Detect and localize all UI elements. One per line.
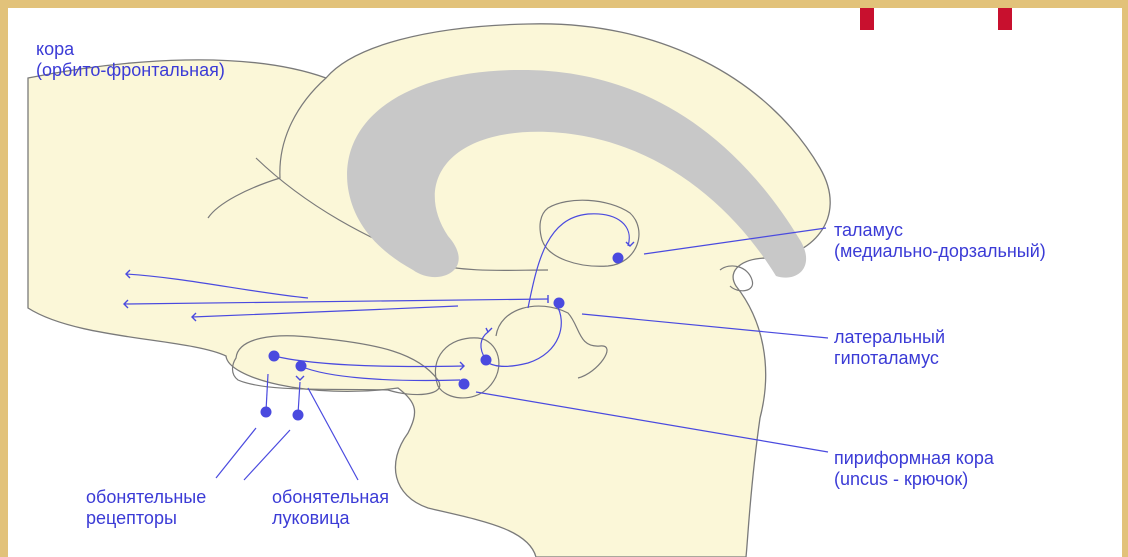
neuron-hypothalamus xyxy=(553,297,565,309)
label-piriform-line1: пириформная кора xyxy=(834,448,994,468)
brain-outline xyxy=(27,23,831,557)
leader-thalamus xyxy=(643,227,827,255)
label-hypothalamus-line2: гипоталамус xyxy=(834,348,939,368)
label-thalamus-line2: (медиально-дорзальный) xyxy=(834,241,1046,261)
label-receptors: обонятельные рецепторы xyxy=(86,487,206,529)
pathway-bulb-1 xyxy=(273,355,465,368)
neuron-receptor-2 xyxy=(292,409,304,421)
neuron-piriform-1 xyxy=(480,354,492,366)
frontal-sulcus xyxy=(207,77,327,219)
label-bulb-line1: обонятельная xyxy=(272,487,390,507)
leader-piriform xyxy=(475,391,829,453)
pathway-cortex-3 xyxy=(191,305,459,318)
terminal-1 xyxy=(125,269,131,279)
piriform-outline xyxy=(434,337,500,399)
neuron-receptor-1 xyxy=(260,406,272,418)
label-bulb: обонятельная луковица xyxy=(272,487,389,529)
terminal-7 xyxy=(295,375,305,381)
label-receptors-line2: рецепторы xyxy=(86,508,177,528)
brainstem-notch xyxy=(719,265,754,292)
neuron-thalamus xyxy=(612,252,624,264)
label-cortex-line2: (орбито-фронтальная) xyxy=(36,60,225,80)
label-receptors-line1: обонятельные xyxy=(86,487,207,507)
neuron-bulb-1 xyxy=(268,350,280,362)
label-piriform-line2: (uncus - крючок) xyxy=(834,469,969,489)
pathway-hypo-piriform xyxy=(483,303,562,367)
pathway-thalamus xyxy=(527,213,630,309)
pathway-receptor-1 xyxy=(265,373,269,412)
label-bulb-line2: луковица xyxy=(272,508,350,528)
neuron-bulb-2 xyxy=(295,360,307,372)
neuron-piriform-2 xyxy=(458,378,470,390)
terminal-2 xyxy=(123,299,129,309)
terminal-3 xyxy=(191,312,197,322)
brain-diagram xyxy=(27,23,831,557)
label-cortex: кора (орбито-фронтальная) xyxy=(36,39,225,81)
corpus-callosum xyxy=(347,69,807,278)
leader-hypothalamus xyxy=(581,313,829,339)
label-cortex-line1: кора xyxy=(36,39,75,59)
label-thalamus-line1: таламус xyxy=(834,220,903,240)
label-piriform: пириформная кора (uncus - крючок) xyxy=(834,448,994,490)
olfactory-tract xyxy=(231,335,441,396)
terminal-5 xyxy=(625,241,635,247)
leader-bulb xyxy=(307,387,359,481)
label-hypothalamus-line1: латеральный xyxy=(834,327,946,347)
pathway-cortex-2 xyxy=(123,298,549,305)
pathway-receptor-2 xyxy=(297,381,301,415)
terminal-8 xyxy=(485,327,493,334)
thalamus-outline xyxy=(539,199,640,267)
diagram-frame: кора (орбито-фронтальная) таламус (медиа… xyxy=(8,8,1122,557)
accent-bar-left xyxy=(860,8,874,30)
pathway-bulb-2 xyxy=(299,365,461,382)
terminal-6 xyxy=(459,361,465,371)
accent-bar-right xyxy=(998,8,1012,30)
label-thalamus: таламус (медиально-дорзальный) xyxy=(834,220,1046,262)
pathway-cortex-1 xyxy=(125,273,309,299)
leader-receptors-b xyxy=(243,429,291,481)
hypothalamus-outline xyxy=(495,305,608,379)
leader-receptors-a xyxy=(215,427,257,479)
label-hypothalamus: латеральный гипоталамус xyxy=(834,327,945,369)
